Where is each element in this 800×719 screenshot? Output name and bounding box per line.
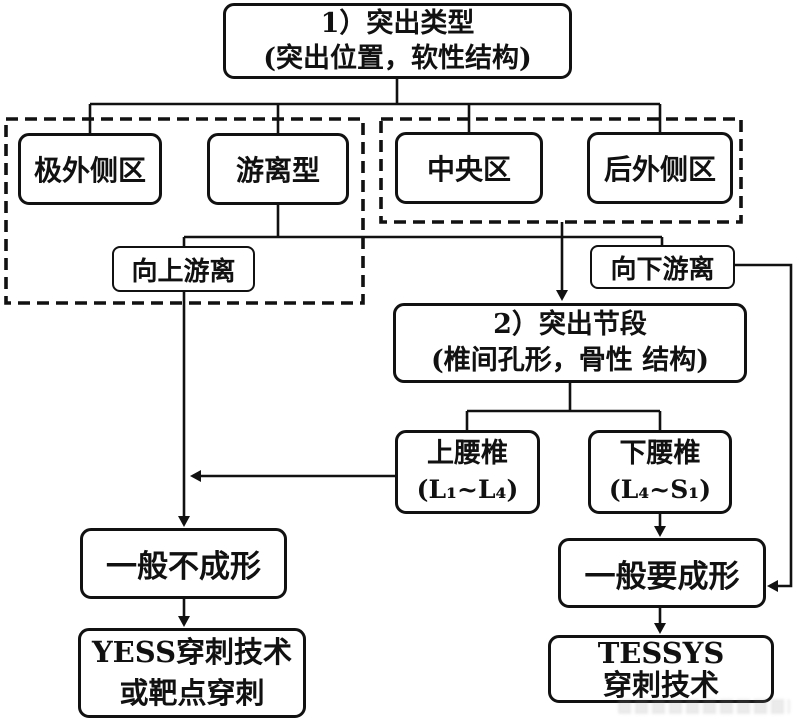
far-lateral-zone-label: 极外侧区: [33, 154, 146, 187]
tessys-technique-line2: 穿刺技术: [602, 668, 719, 702]
protrusion-segment-title: 2）突出节段: [493, 309, 647, 340]
yess-technique-line2: 或靶点穿刺: [119, 676, 265, 710]
box-lower-lumbar: 下腰椎 (L₄~S₁): [588, 430, 732, 514]
box-upward-migration: 向上游离: [112, 246, 255, 292]
box-far-lateral-zone: 极外侧区: [18, 133, 162, 205]
box-yess-technique: YESS穿刺技术 或靶点穿刺: [78, 628, 306, 718]
box-protrusion-type: 1）突出类型 (突出位置，软性结构): [223, 3, 572, 79]
tessys-technique-line1: TESSYS: [597, 636, 725, 670]
box-protrusion-segment: 2）突出节段 (椎间孔形，骨性 结构): [393, 303, 747, 383]
box-downward-migration: 向下游离: [590, 245, 735, 289]
lower-lumbar-levels: (L₄~S₁): [608, 475, 712, 504]
box-usually-not-shaped: 一般不成形: [80, 528, 287, 599]
sequestered-type-label: 游离型: [235, 154, 320, 187]
upper-lumbar-levels: (L₁~L₄): [416, 475, 519, 504]
protrusion-type-subtitle: (突出位置，软性结构): [263, 43, 532, 74]
downward-migration-label: 向下游离: [610, 254, 715, 285]
lower-lumbar-label: 下腰椎: [619, 438, 701, 469]
box-upper-lumbar: 上腰椎 (L₁~L₄): [395, 430, 540, 514]
upper-lumbar-label: 上腰椎: [427, 438, 508, 469]
yess-technique-line1: YESS穿刺技术: [91, 635, 293, 669]
box-central-zone: 中央区: [395, 132, 543, 204]
usually-not-shaped-label: 一般不成形: [106, 549, 261, 585]
dashed-group-left: [4, 117, 365, 305]
box-sequestered-type: 游离型: [207, 133, 349, 205]
dashed-group-right: [379, 117, 743, 224]
usually-shaped-label: 一般要成形: [584, 558, 740, 595]
box-posterolateral-zone: 后外侧区: [587, 132, 733, 204]
protrusion-type-title: 1）突出类型: [320, 8, 475, 39]
box-usually-shaped: 一般要成形: [558, 538, 766, 608]
central-zone-label: 中央区: [426, 153, 511, 186]
posterolateral-zone-label: 后外侧区: [603, 153, 716, 186]
upward-migration-label: 向上游离: [131, 256, 236, 287]
protrusion-segment-subtitle: (椎间孔形，骨性 结构): [431, 345, 709, 376]
box-tessys-technique: TESSYS 穿刺技术: [548, 635, 774, 703]
